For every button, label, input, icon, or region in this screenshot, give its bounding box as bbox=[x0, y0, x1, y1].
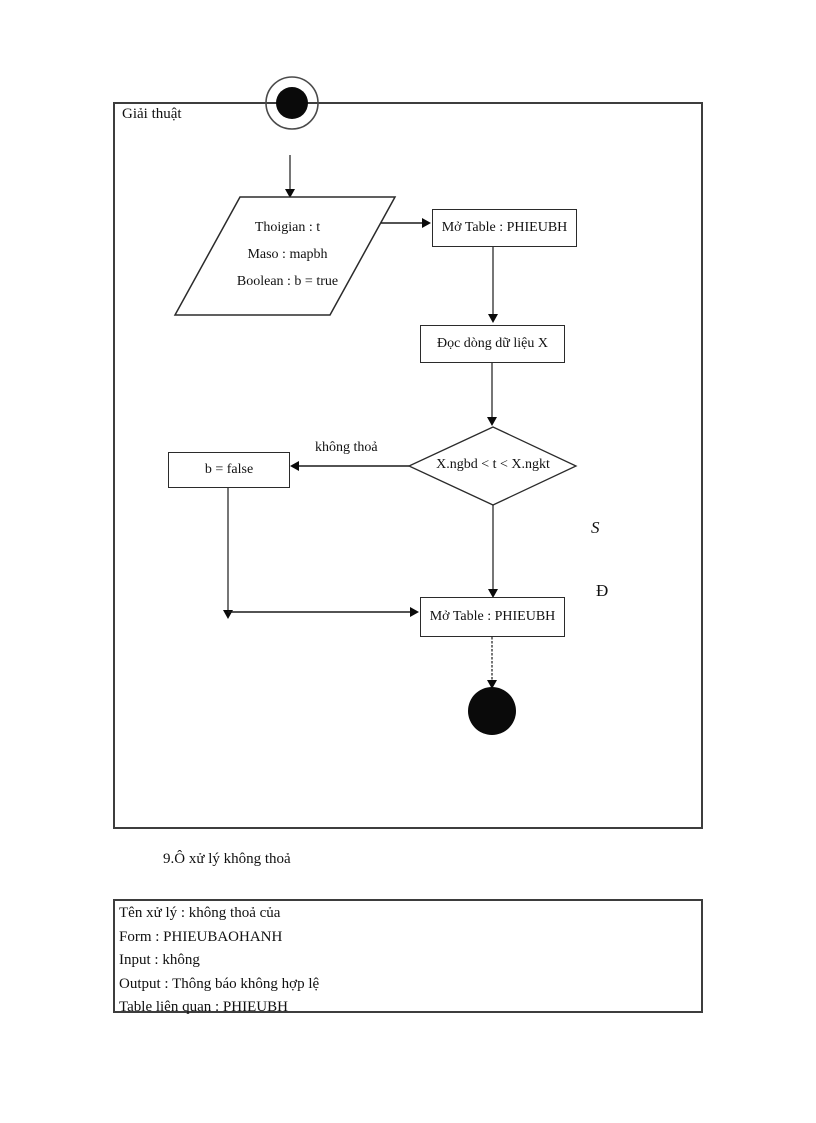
arrowhead-input bbox=[285, 189, 295, 198]
process-open-table-top: Mở Table : PHIEUBH bbox=[432, 209, 577, 247]
spec-table-rows: Tên xử lý : không thoả của Form : PHIEUB… bbox=[119, 902, 697, 1020]
input-parallelogram-text: Thoigian : t Maso : mapbh Boolean : b = … bbox=[205, 214, 370, 295]
process-b-false-label: b = false bbox=[204, 462, 254, 477]
arrowhead-decision bbox=[487, 417, 497, 426]
process-read-row-label: Đọc dòng dữ liệu X bbox=[436, 336, 548, 351]
start-node-ring bbox=[265, 76, 319, 130]
flowchart-frame bbox=[113, 102, 703, 829]
arrowhead-read bbox=[488, 314, 498, 323]
process-open-table-top-label: Mở Table : PHIEUBH bbox=[441, 220, 568, 235]
arrowhead-open-top bbox=[422, 218, 431, 228]
spec-row-ten-xu-ly: Tên xử lý : không thoả của bbox=[119, 905, 281, 921]
branch-label-d: Đ bbox=[596, 581, 609, 600]
section-heading: 9.Ô xử lý không thoả bbox=[163, 851, 291, 867]
arrowhead-open-bottom-left bbox=[410, 607, 419, 617]
input-line-boolean: Boolean : b = true bbox=[236, 274, 339, 289]
process-open-table-bottom-label: Mở Table : PHIEUBH bbox=[429, 609, 556, 624]
spec-row-form: Form : PHIEUBAOHANH bbox=[119, 928, 283, 945]
spec-row-output: Output : Thông báo không hợp lệ bbox=[119, 975, 320, 992]
arrowhead-bfalse bbox=[290, 461, 299, 471]
branch-label-s: S bbox=[591, 518, 600, 537]
start-node-dot bbox=[276, 87, 308, 119]
flowchart-title: Giải thuật bbox=[122, 106, 182, 122]
branch-label-fail: không thoả bbox=[315, 440, 378, 455]
process-open-table-bottom: Mở Table : PHIEUBH bbox=[420, 597, 565, 637]
arrowhead-end bbox=[487, 680, 497, 689]
input-line-thoigian: Thoigian : t bbox=[254, 220, 321, 235]
end-node-dot bbox=[468, 687, 516, 735]
input-line-maso: Maso : mapbh bbox=[247, 247, 328, 262]
spec-table-frame bbox=[113, 899, 703, 1013]
process-read-row: Đọc dòng dữ liệu X bbox=[420, 325, 565, 363]
spec-row-table-lien-quan: Table liên quan : PHIEUBH bbox=[119, 999, 288, 1015]
arrowhead-open-bottom-top bbox=[488, 589, 498, 598]
input-parallelogram bbox=[173, 196, 397, 316]
process-b-false: b = false bbox=[168, 452, 290, 488]
spec-row-input: Input : không bbox=[119, 952, 200, 968]
decision-condition: X.ngbd < t < X.ngkt bbox=[436, 457, 550, 472]
